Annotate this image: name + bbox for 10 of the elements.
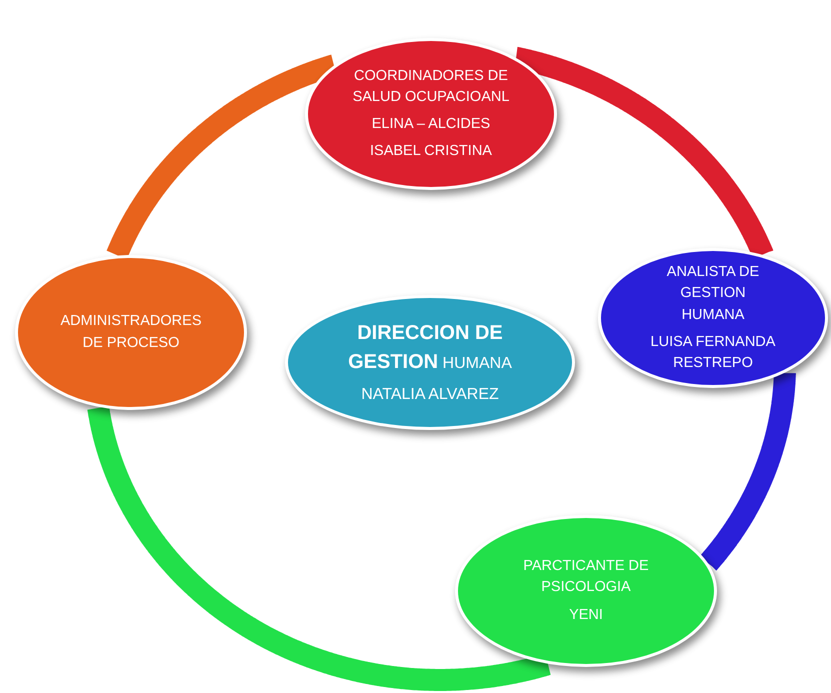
node-heading: ADMINISTRADORES DE PROCESO [60,312,202,352]
node-text: NATALIA ALVAREZ [361,384,499,405]
node-text: YENI [569,606,603,624]
node-text: ELINA – ALCIDES [372,115,490,134]
node-heading: DIRECCION DE GESTION HUMANA [347,320,513,375]
node-text: LUISA FERNANDA RESTREPO [650,332,776,373]
node-heading: ANALISTA DE GESTION HUMANA [666,263,760,324]
node-heading: PARCTICANTE DE PSICOLOGIA [522,557,650,598]
node-text: ISABEL CRISTINA [370,142,492,162]
node-heading: COORDINADORES DE SALUD OCUPACIOANL [352,66,510,107]
